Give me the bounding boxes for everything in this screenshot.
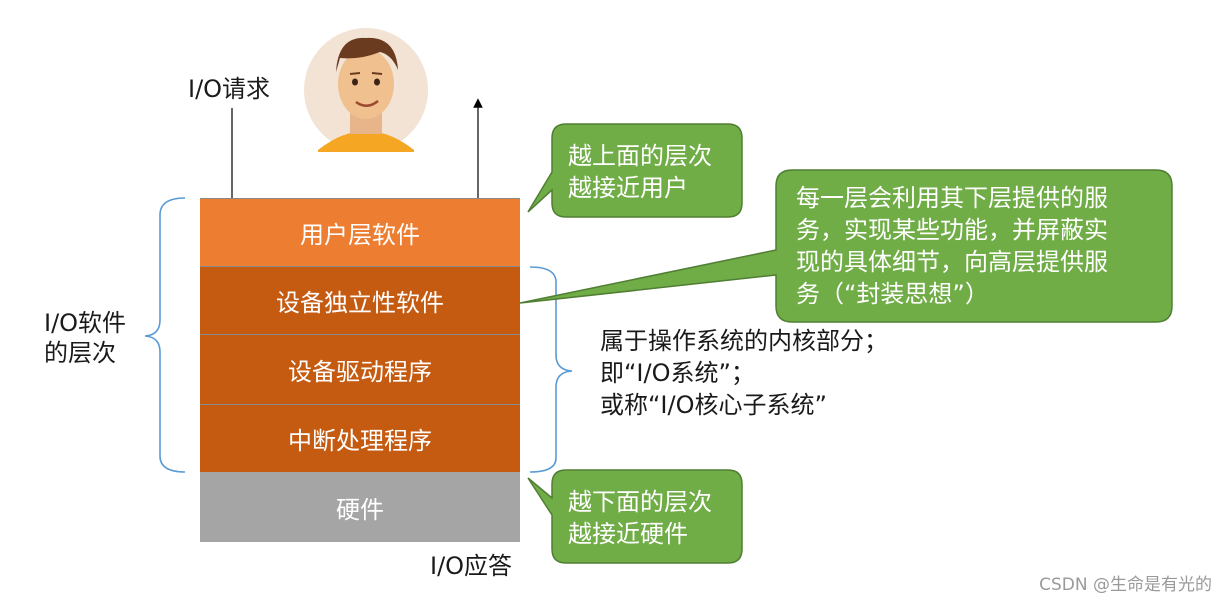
layer-label: 用户层软件 — [300, 221, 420, 249]
callout-right-line-4: 务（“封装思想”） — [796, 280, 989, 308]
callout-bottom-line-1: 越下面的层次 — [568, 488, 712, 516]
layer-label: 设备独立性软件 — [276, 289, 444, 317]
io-response-label: I/O应答 — [430, 552, 513, 580]
callout-right-line-1: 每一层会利用其下层提供的服 — [796, 184, 1108, 212]
layer-label: 设备驱动程序 — [288, 358, 432, 386]
right-brace — [529, 266, 573, 473]
layer-user-software: 用户层软件 — [200, 198, 520, 266]
callout-bottom-bubble — [527, 469, 743, 564]
layer-label: 中断处理程序 — [288, 427, 432, 455]
callout-top-line-1: 越上面的层次 — [568, 142, 712, 170]
watermark: CSDN @生命是有光的 — [1039, 575, 1212, 595]
callout-right-line-2: 务，实现某些功能，并屏蔽实 — [796, 216, 1108, 244]
layer-label: 硬件 — [336, 495, 384, 524]
left-label-line-1: I/O软件 — [44, 309, 127, 337]
left-brace — [144, 197, 186, 473]
callout-top-line-2: 越接近用户 — [568, 174, 688, 202]
kernel-note-line-3: 或称“I/O核心子系统” — [600, 391, 827, 419]
callout-bottom-line-2: 越接近硬件 — [568, 520, 688, 548]
kernel-note-line-1: 属于操作系统的内核部分； — [600, 327, 888, 355]
kernel-note-line-2: 即“I/O系统”； — [600, 359, 755, 387]
layer-device-driver: 设备驱动程序 — [200, 334, 520, 404]
user-avatar-icon — [304, 28, 428, 152]
callout-right-line-3: 现的具体细节，向高层提供服 — [796, 248, 1108, 276]
callout-right-bubble — [519, 169, 1173, 323]
left-label-line-2: 的层次 — [44, 339, 116, 367]
layer-device-independent-software: 设备独立性软件 — [200, 266, 520, 334]
layer-hardware: 硬件 — [200, 472, 520, 542]
io-request-label: I/O请求 — [188, 75, 271, 103]
callout-top-bubble — [527, 123, 743, 218]
layer-interrupt-handler: 中断处理程序 — [200, 404, 520, 472]
